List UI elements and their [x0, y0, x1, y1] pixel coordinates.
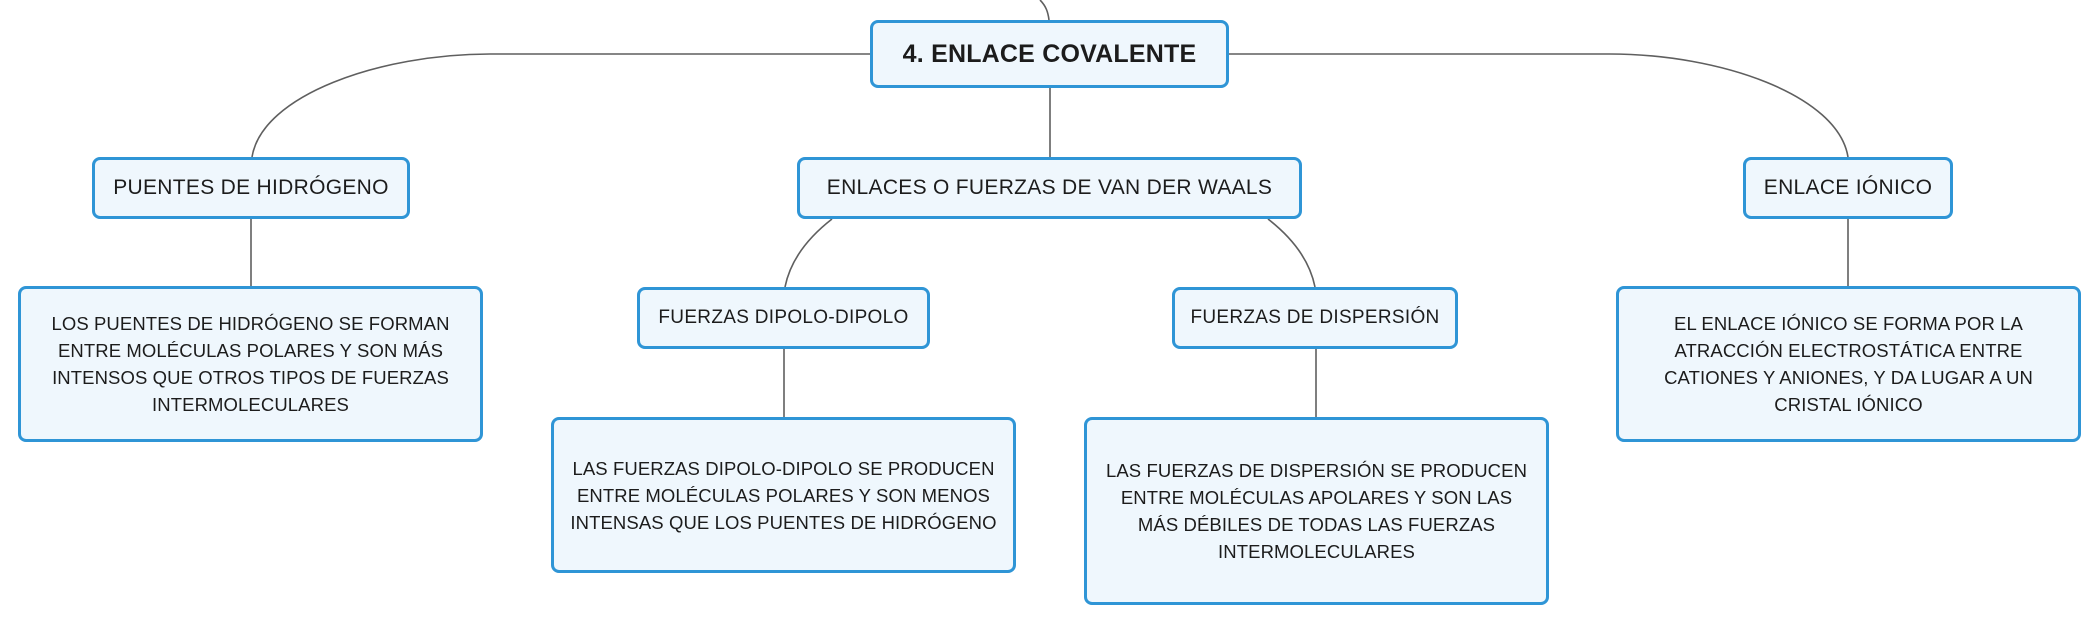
connector-root-to-ionico [1229, 53, 1849, 158]
subtopic-fuerzas-dipolo-dipolo[interactable]: FUERZAS DIPOLO-DIPOLO [637, 287, 930, 349]
topic-fuerzas-van-der-waals[interactable]: ENLACES O FUERZAS DE VAN DER WAALS [797, 157, 1302, 219]
description-text: EL ENLACE IÓNICO SE FORMA POR LA ATRACCI… [1664, 313, 2033, 415]
description-text: LAS FUERZAS DIPOLO-DIPOLO SE PRODUCEN EN… [570, 457, 997, 533]
connector-vanderwaals-to-dipolo [784, 218, 833, 288]
subtopic-label: FUERZAS DIPOLO-DIPOLO [658, 307, 909, 328]
root-topic-label: 4. ENLACE COVALENTE [902, 39, 1197, 68]
description-text: LOS PUENTES DE HIDRÓGENO SE FORMAN ENTRE… [51, 313, 450, 415]
connector-parent-to-root [1039, 0, 1050, 21]
topic-puentes-de-hidrogeno[interactable]: PUENTES DE HIDRÓGENO [92, 157, 410, 219]
topic-label: ENLACE IÓNICO [1763, 176, 1933, 199]
topic-label: ENLACES O FUERZAS DE VAN DER WAALS [826, 176, 1273, 199]
connector-vanderwaals-to-dispersion [1267, 218, 1316, 288]
description-puentes-de-hidrogeno[interactable]: LOS PUENTES DE HIDRÓGENO SE FORMAN ENTRE… [18, 286, 483, 442]
description-fuerzas-de-dispersion[interactable]: LAS FUERZAS DE DISPERSIÓN SE PRODUCEN EN… [1084, 417, 1549, 605]
connector-root-to-puentes [251, 53, 870, 158]
topic-label: PUENTES DE HIDRÓGENO [113, 176, 389, 199]
subtopic-label: FUERZAS DE DISPERSIÓN [1190, 307, 1440, 328]
root-topic-enlace-covalente[interactable]: 4. ENLACE COVALENTE [870, 20, 1229, 88]
topic-enlace-ionico[interactable]: ENLACE IÓNICO [1743, 157, 1953, 219]
subtopic-fuerzas-de-dispersion[interactable]: FUERZAS DE DISPERSIÓN [1172, 287, 1458, 349]
description-text: LAS FUERZAS DE DISPERSIÓN SE PRODUCEN EN… [1105, 460, 1528, 562]
description-fuerzas-dipolo-dipolo[interactable]: LAS FUERZAS DIPOLO-DIPOLO SE PRODUCEN EN… [551, 417, 1016, 573]
description-enlace-ionico[interactable]: EL ENLACE IÓNICO SE FORMA POR LA ATRACCI… [1616, 286, 2081, 442]
